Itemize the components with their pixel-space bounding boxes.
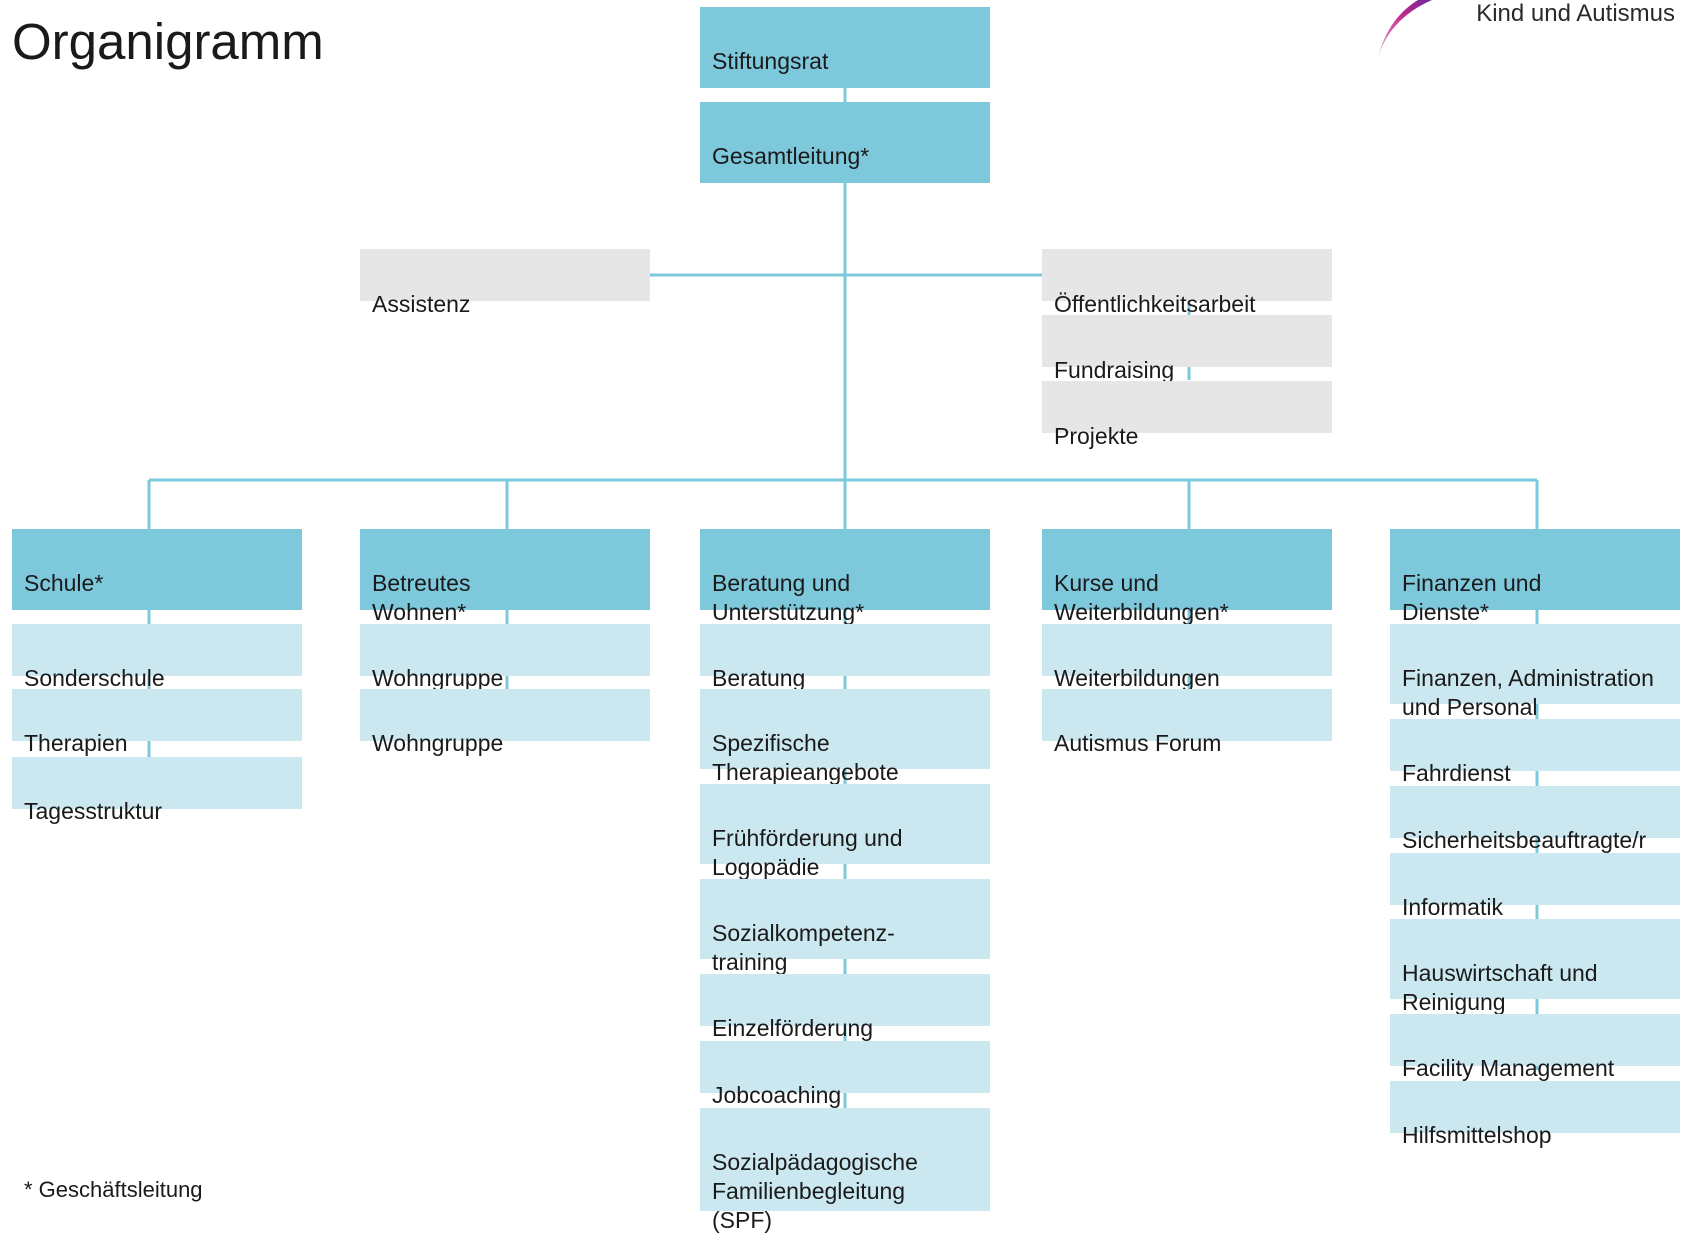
department-box-finanzen[interactable]: Finanzen und Dienste* <box>1390 529 1680 625</box>
unit-box[interactable]: Autismus Forum <box>1042 689 1332 756</box>
management-box[interactable]: Gesamtleitung* <box>700 102 990 183</box>
unit-box[interactable]: Sozialpädagogische Familienbegleitung (S… <box>700 1108 990 1233</box>
unit-box[interactable]: Spezifische Therapieangebote <box>700 689 990 785</box>
management-label: Gesamtleitung* <box>712 143 870 169</box>
department-label: Finanzen und Dienste* <box>1402 570 1542 625</box>
unit-label: Sonderschule <box>24 665 165 691</box>
unit-label: Facility Management <box>1402 1055 1615 1081</box>
feather-logo-icon <box>1378 0 1432 58</box>
unit-box[interactable]: Weiterbildungen <box>1042 624 1332 691</box>
unit-box[interactable]: Hauswirtschaft und Reinigung <box>1390 919 1680 1015</box>
staff-box-fundraising[interactable]: Fundraising <box>1042 315 1332 383</box>
footnote: * Geschäftsleitung <box>24 1177 203 1202</box>
unit-box[interactable]: Sicherheitsbeauftragte/r <box>1390 786 1680 853</box>
unit-label: Wohngruppe <box>372 730 504 756</box>
unit-box[interactable]: Sonderschule <box>12 624 302 691</box>
unit-label: Informatik <box>1402 894 1503 920</box>
board-box[interactable]: Stiftungsrat <box>700 7 990 88</box>
unit-box[interactable]: Fahrdienst <box>1390 719 1680 786</box>
department-label: Beratung und Unterstützung* <box>712 570 865 625</box>
unit-label: Autismus Forum <box>1054 730 1222 756</box>
department-label: Schule* <box>24 570 104 596</box>
unit-label: Sozialkompetenz- training <box>712 920 895 975</box>
staff-label: Assistenz <box>372 291 471 317</box>
unit-box[interactable]: Tagesstruktur <box>12 757 302 824</box>
department-label: Kurse und Weiterbildungen* <box>1054 570 1229 625</box>
page-title: Organigramm <box>12 13 324 70</box>
unit-box[interactable]: Wohngruppe <box>360 624 650 691</box>
unit-label: Spezifische Therapieangebote <box>712 730 899 785</box>
staff-label: Projekte <box>1054 423 1139 449</box>
unit-box[interactable]: Beratung <box>700 624 990 691</box>
unit-label: Fahrdienst <box>1402 760 1511 786</box>
department-box-schule[interactable]: Schule* <box>12 529 302 610</box>
unit-box[interactable]: Facility Management <box>1390 1014 1680 1081</box>
unit-label: Jobcoaching <box>712 1082 842 1108</box>
logo-text: Kind und Autismus <box>1476 0 1675 27</box>
unit-label: Tagesstruktur <box>24 798 163 824</box>
staff-box-oeffentlichkeitsarbeit[interactable]: Öffentlichkeitsarbeit <box>1042 249 1332 317</box>
staff-box-assistenz[interactable]: Assistenz <box>360 249 650 317</box>
department-label: Betreutes Wohnen* <box>372 570 471 625</box>
unit-box[interactable]: Hilfsmittelshop <box>1390 1081 1680 1148</box>
unit-box[interactable]: Informatik <box>1390 853 1680 920</box>
unit-box[interactable]: Jobcoaching <box>700 1041 990 1108</box>
unit-label: Therapien <box>24 730 128 756</box>
unit-label: Sozialpädagogische Familienbegleitung (S… <box>712 1149 918 1233</box>
unit-label: Einzelförderung <box>712 1015 874 1041</box>
department-box-betreutes-wohnen[interactable]: Betreutes Wohnen* <box>360 529 650 625</box>
staff-label: Öffentlichkeitsarbeit <box>1054 291 1256 317</box>
board-label: Stiftungsrat <box>712 48 829 74</box>
department-box-beratung[interactable]: Beratung und Unterstützung* <box>700 529 990 625</box>
unit-box[interactable]: Therapien <box>12 689 302 756</box>
unit-label: Weiterbildungen <box>1054 665 1220 691</box>
staff-box-projekte[interactable]: Projekte <box>1042 381 1332 449</box>
unit-label: Sicherheitsbeauftragte/r <box>1402 827 1647 853</box>
unit-label: Wohngruppe <box>372 665 504 691</box>
unit-label: Hilfsmittelshop <box>1402 1122 1552 1148</box>
unit-box[interactable]: Frühförderung und Logopädie <box>700 784 990 880</box>
unit-box[interactable]: Sozialkompetenz- training <box>700 879 990 975</box>
unit-box[interactable]: Wohngruppe <box>360 689 650 756</box>
unit-label: Frühförderung und Logopädie <box>712 825 903 880</box>
department-box-kurse[interactable]: Kurse und Weiterbildungen* <box>1042 529 1332 625</box>
unit-label: Finanzen, Administration und Personal <box>1402 665 1654 720</box>
unit-box[interactable]: Einzelförderung <box>700 974 990 1041</box>
unit-box[interactable]: Finanzen, Administration und Personal <box>1390 624 1680 720</box>
staff-label: Fundraising <box>1054 357 1175 383</box>
unit-label: Hauswirtschaft und Reinigung <box>1402 960 1598 1015</box>
unit-label: Beratung <box>712 665 806 691</box>
